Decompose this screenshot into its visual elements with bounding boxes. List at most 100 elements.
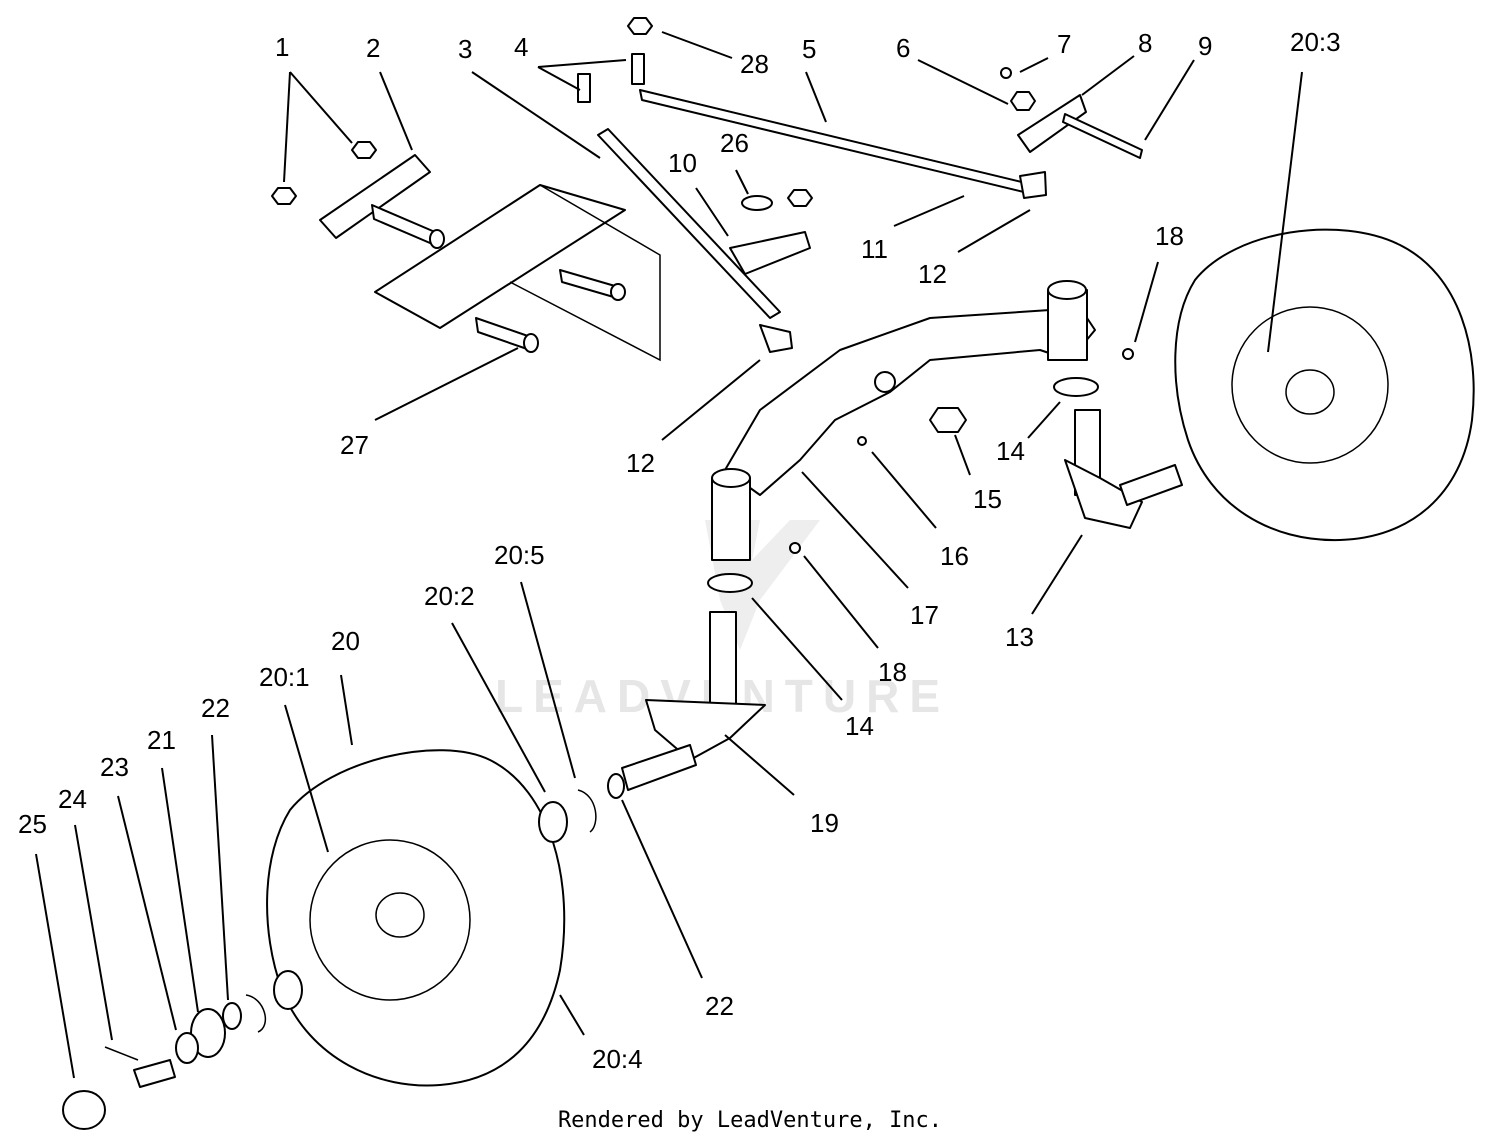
callout-20-4: 20:4	[592, 1044, 643, 1074]
hub-left	[375, 892, 425, 938]
leader-27	[374, 347, 519, 421]
leader-24	[74, 824, 113, 1041]
nut-lower	[271, 187, 297, 205]
leader-16	[871, 451, 937, 529]
grease-fitting-18-left	[789, 542, 801, 554]
bolt-9	[1062, 113, 1143, 159]
spindle-19-axle	[621, 744, 697, 791]
callout-14-right: 14	[996, 436, 1025, 466]
nut-28	[627, 17, 653, 35]
leader-1a	[289, 71, 353, 144]
callout-6: 6	[896, 33, 910, 63]
callout-20-5: 20:5	[494, 540, 545, 570]
spindle-13-axle	[1119, 464, 1183, 506]
axle-tube-left-top	[711, 468, 751, 488]
callout-28: 28	[740, 49, 769, 79]
bearing-left-outer	[273, 970, 303, 1010]
grease-fitting-16	[857, 436, 867, 446]
leader-5	[805, 71, 827, 123]
leader-12-upper	[957, 209, 1031, 253]
callout-3: 3	[458, 34, 472, 64]
steering-arm-8	[1017, 94, 1087, 153]
leader-lines	[35, 31, 1303, 1079]
callout-12-lower: 12	[626, 448, 655, 478]
axle-stub	[133, 1059, 176, 1088]
callout-25: 25	[18, 809, 47, 839]
callout-20-1: 20:1	[259, 662, 310, 692]
pivot-shaft-end	[429, 229, 445, 249]
callout-10: 10	[668, 148, 697, 178]
leader-23	[117, 795, 177, 1031]
leader-13	[1031, 534, 1083, 615]
callout-17: 17	[910, 600, 939, 630]
callout-19: 19	[810, 808, 839, 838]
left-wheel-hardware	[62, 773, 625, 1130]
washer-14-left	[707, 573, 753, 593]
footer-credit: Rendered by LeadVenture, Inc.	[557, 1108, 943, 1133]
screw-7	[1000, 67, 1012, 79]
callout-20: 20	[331, 626, 360, 656]
leader-18-left	[803, 555, 879, 649]
spindle-13-arm	[1064, 459, 1143, 529]
callout-12-upper: 12	[918, 259, 947, 289]
ball-joint-4-left	[577, 73, 591, 103]
leader-20-1	[284, 704, 329, 853]
nut-6	[1010, 91, 1036, 111]
leader-3	[471, 71, 601, 159]
grease-fitting-18-right	[1122, 348, 1134, 360]
callout-13: 13	[1005, 622, 1034, 652]
leader-18-right	[1134, 261, 1159, 343]
callout-1: 1	[275, 32, 289, 62]
leader-8	[1081, 55, 1135, 96]
rim-20-1-left	[309, 839, 471, 1001]
callout-16: 16	[940, 541, 969, 571]
leader-12-lower	[661, 359, 761, 441]
washer-22-inner	[607, 773, 625, 799]
callout-18-left: 18	[878, 657, 907, 687]
ball-joint-4-right	[631, 53, 645, 85]
leader-25	[35, 853, 75, 1079]
tire-20-left	[266, 749, 566, 1087]
nut-upper	[351, 141, 377, 159]
plate-bolt-head	[610, 283, 626, 301]
leader-20-5	[520, 581, 576, 779]
leader-20	[340, 674, 353, 746]
leader-9	[1144, 59, 1195, 141]
snap-ring-22-outer	[245, 994, 267, 1033]
callout-22-outer: 22	[201, 693, 230, 723]
plate-step	[509, 184, 661, 362]
axle-tube-right-top	[1047, 280, 1087, 300]
callout-4: 4	[514, 32, 528, 62]
leader-7	[1019, 57, 1049, 73]
callout-8: 8	[1138, 28, 1152, 58]
callout-24: 24	[58, 784, 87, 814]
spindle-19-arm	[645, 699, 766, 761]
leader-20-2	[451, 622, 546, 793]
plate-bolt-27	[475, 317, 531, 351]
plate-bolt	[559, 269, 618, 299]
leader-10	[695, 187, 729, 237]
callout-9: 9	[1198, 31, 1212, 61]
leader-4b	[537, 66, 581, 91]
leader-17	[801, 471, 909, 589]
pivot-hole	[874, 371, 896, 393]
bracket-nut	[787, 189, 813, 207]
snap-ring-20-5	[577, 789, 597, 833]
leader-28	[661, 31, 733, 59]
leader-1b	[283, 71, 291, 183]
leader-22-outer	[211, 734, 229, 1001]
tie-rod-5	[639, 89, 1033, 195]
axle-tube-right	[1047, 289, 1088, 361]
leader-15	[954, 434, 971, 476]
ball-joint-12-lower	[759, 324, 793, 353]
callout-26: 26	[720, 128, 749, 158]
steering-linkage	[577, 17, 1143, 353]
callout-11: 11	[861, 234, 888, 264]
cotter-pin-24	[104, 1046, 139, 1061]
leader-6	[917, 59, 1009, 105]
spindle-19-stem	[709, 611, 737, 713]
front-axle-assembly	[621, 280, 1183, 791]
drag-link-3	[597, 128, 781, 319]
leader-2	[379, 71, 413, 151]
